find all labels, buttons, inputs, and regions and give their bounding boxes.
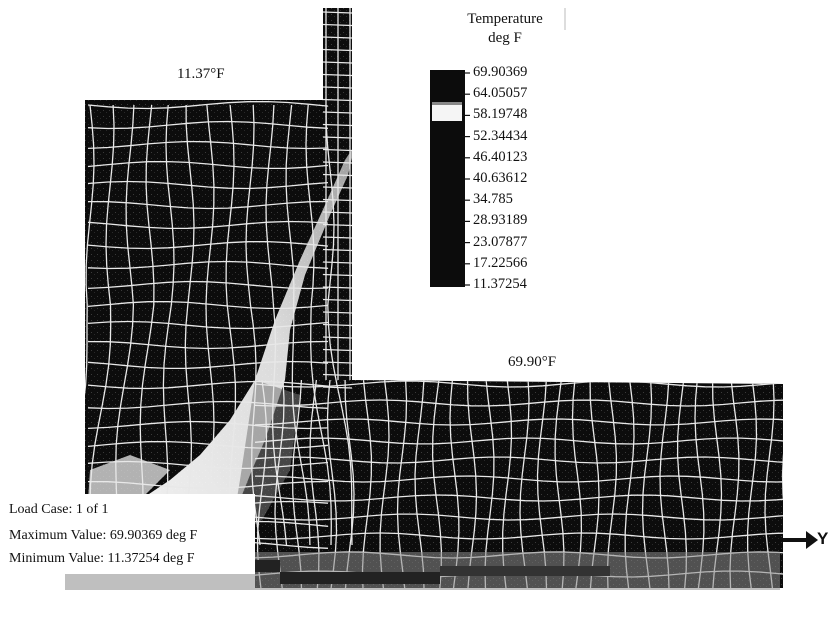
max-value-text: Maximum Value: 69.90369 deg F xyxy=(9,528,198,543)
mesh-line xyxy=(322,123,353,127)
y-axis-arrow-icon xyxy=(783,531,818,549)
mesh-line xyxy=(322,136,353,139)
mesh-line xyxy=(87,440,329,450)
mesh-line xyxy=(87,260,329,270)
legend-tick-label: 17.22566 xyxy=(473,254,528,271)
mesh-line xyxy=(322,36,353,39)
mesh-line xyxy=(254,513,783,521)
mesh-line xyxy=(225,104,237,546)
mesh-line xyxy=(781,379,783,588)
mesh-line xyxy=(322,48,353,52)
legend-tick-label: 64.05057 xyxy=(473,85,528,102)
mesh-line xyxy=(254,475,783,483)
legend-title-line2: deg F xyxy=(488,30,522,46)
legend-tick-label: 58.19748 xyxy=(473,106,528,123)
mesh-line xyxy=(322,73,353,77)
mesh-line xyxy=(205,104,215,546)
mesh-line xyxy=(322,86,353,89)
legend-tick-label: 11.37254 xyxy=(473,276,527,292)
mesh-line xyxy=(254,494,783,502)
mesh-line xyxy=(305,104,332,546)
mesh-line xyxy=(87,200,329,210)
mesh-line xyxy=(322,323,353,327)
mesh-line xyxy=(322,311,353,314)
min-value-text: Minimum Value: 11.37254 deg F xyxy=(9,551,195,566)
mesh-line xyxy=(87,300,329,310)
mesh-line xyxy=(87,220,329,230)
mesh-line xyxy=(322,348,353,352)
mesh-line xyxy=(322,161,353,164)
mesh-line xyxy=(322,298,353,302)
mesh-line xyxy=(322,111,353,114)
mesh-line xyxy=(322,223,353,227)
mesh-line xyxy=(322,273,353,277)
legend-tick-label: 69.90369 xyxy=(473,64,528,80)
mesh-line xyxy=(254,418,783,426)
mesh-line xyxy=(322,61,353,64)
mesh-line xyxy=(254,437,783,445)
mesh-line xyxy=(265,104,288,546)
mesh-line xyxy=(322,386,353,389)
legend-tick-label: 46.40123 xyxy=(473,148,528,165)
mesh-line xyxy=(139,104,155,546)
legend-tick-label: 23.07877 xyxy=(473,233,528,250)
legend-title-line1: Temperature xyxy=(467,11,543,27)
mesh-line xyxy=(254,399,783,407)
hot-region-label: 69.90°F xyxy=(508,354,557,370)
mesh-line xyxy=(322,173,353,177)
mesh-line xyxy=(322,98,353,102)
mesh-line xyxy=(87,460,329,470)
mesh-line xyxy=(322,198,353,202)
mesh-line xyxy=(322,361,353,364)
mesh-line xyxy=(87,180,329,190)
mesh-line xyxy=(87,420,329,430)
mesh-line xyxy=(322,373,353,377)
mesh-line xyxy=(322,286,353,289)
mesh-line xyxy=(85,104,95,546)
mesh-line xyxy=(322,23,353,27)
mesh-line xyxy=(87,240,329,250)
mesh-line xyxy=(255,590,795,596)
legend-tick-label: 52.34434 xyxy=(473,127,528,144)
legend-tick-label: 40.63612 xyxy=(473,170,528,186)
legend-tick-marks xyxy=(462,72,470,286)
mesh-line xyxy=(322,236,353,239)
mesh-line xyxy=(254,532,783,540)
mesh-line xyxy=(245,104,261,546)
mesh-line xyxy=(87,280,329,290)
mesh-line xyxy=(87,120,329,130)
mesh-line xyxy=(87,140,329,150)
mesh-line xyxy=(87,480,329,490)
mesh-line xyxy=(87,320,329,330)
legend-tick-label: 34.785 xyxy=(473,191,513,208)
mesh-line xyxy=(254,380,783,388)
mesh-line xyxy=(322,248,353,252)
mesh-line xyxy=(87,100,329,110)
mesh-line xyxy=(322,261,353,264)
legend-title: Temperature deg F xyxy=(450,10,560,48)
load-case-text: Load Case: 1 of 1 xyxy=(9,502,109,517)
mesh-line xyxy=(87,360,329,370)
mesh-line xyxy=(115,104,135,546)
mesh-line xyxy=(322,211,353,214)
mesh-line xyxy=(322,336,353,339)
mesh-line xyxy=(254,456,783,464)
y-axis-label: Y xyxy=(817,529,829,548)
mesh-line xyxy=(322,186,353,189)
mesh-line xyxy=(322,11,353,14)
info-panel: Load Case: 1 of 1 Maximum Value: 69.9036… xyxy=(0,494,255,574)
mesh-line xyxy=(87,340,329,350)
legend-tick-label: 28.93189 xyxy=(473,212,528,229)
mesh-line xyxy=(87,380,329,390)
mesh-line xyxy=(322,148,353,152)
cold-region-label: 11.37°F xyxy=(177,66,225,82)
mesh-line xyxy=(87,160,329,170)
legend-colorbar xyxy=(430,70,465,287)
mesh-line xyxy=(89,104,115,546)
mesh-line xyxy=(160,104,175,546)
